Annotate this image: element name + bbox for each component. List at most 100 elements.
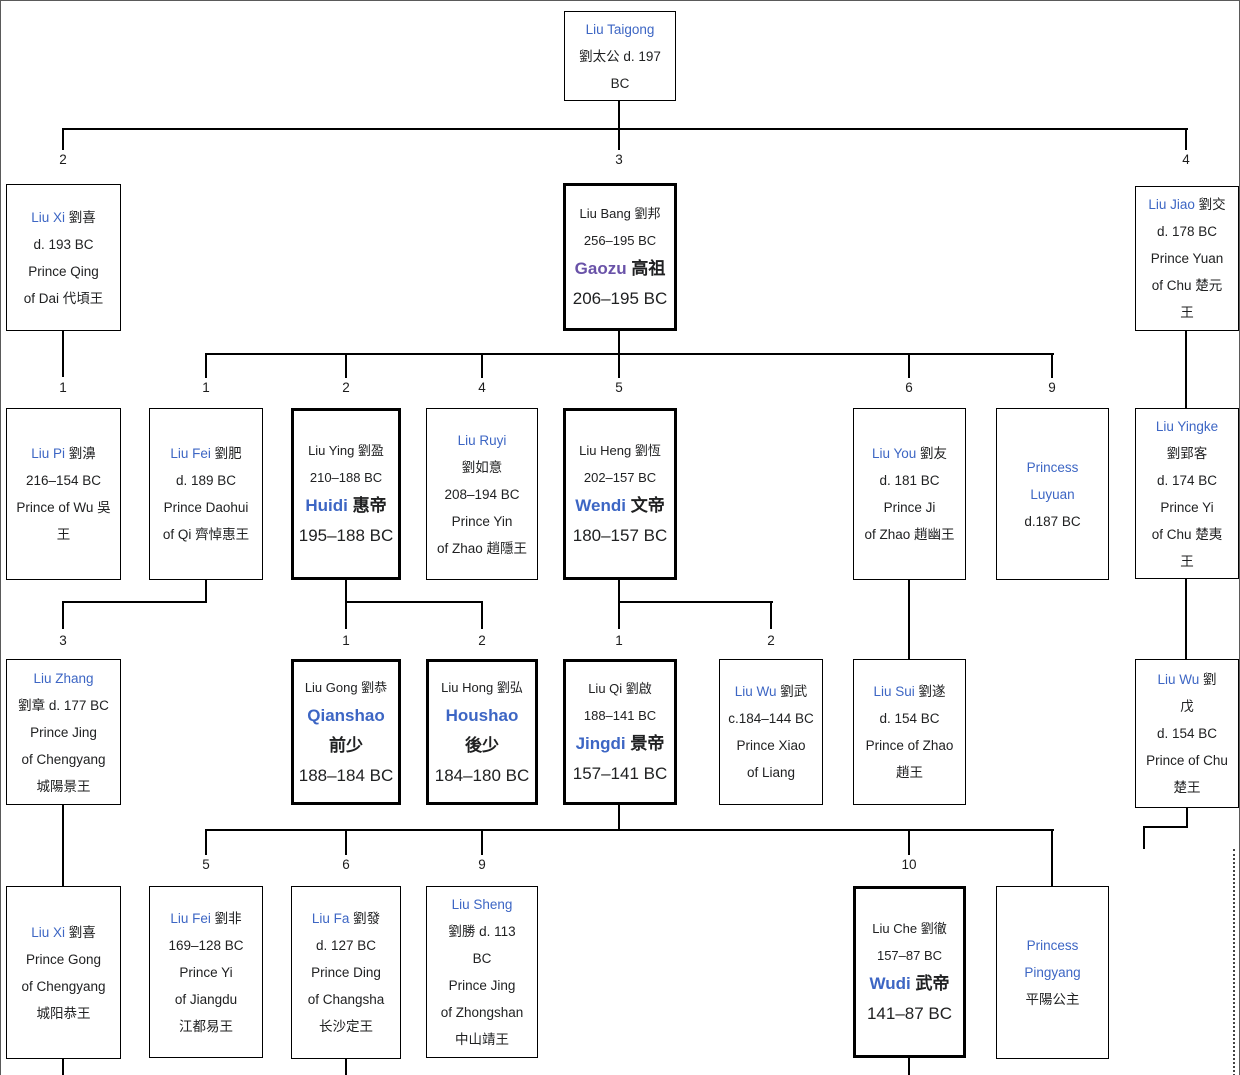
person-link[interactable]: Liu Sheng bbox=[451, 897, 513, 912]
node-text-line: Liu Wu 劉 bbox=[1157, 666, 1216, 693]
node-text-line: Prince of Wu 吳 bbox=[16, 494, 110, 521]
sibling-order-number: 9 bbox=[1048, 380, 1056, 395]
person-link[interactable]: Princess bbox=[1026, 938, 1079, 953]
person-text: of Changsha bbox=[307, 992, 385, 1007]
person-text: 高祖 bbox=[626, 259, 666, 278]
person-link[interactable]: Pingyang bbox=[1024, 965, 1081, 980]
node-text-line: 216–154 BC bbox=[26, 467, 101, 494]
person-text: 210–188 BC bbox=[309, 470, 383, 485]
node-text-line: 王 bbox=[1180, 299, 1194, 326]
person-text: of Zhao 趙隱王 bbox=[436, 540, 528, 556]
sibling-order-number: 6 bbox=[342, 857, 350, 872]
person-text: Liu Che 劉徹 bbox=[872, 921, 947, 936]
person-text: 劉 bbox=[1199, 672, 1217, 687]
person-text: 王 bbox=[56, 527, 71, 542]
person-link[interactable]: Liu Zhang bbox=[33, 670, 94, 686]
person-text: 劉章 d. 177 BC bbox=[18, 697, 109, 713]
person-text: d. 193 BC bbox=[33, 236, 94, 252]
connector-line bbox=[62, 128, 64, 150]
connector-line bbox=[205, 831, 207, 855]
node-text-line: 王 bbox=[1180, 548, 1194, 575]
node-text-line: of Chengyang bbox=[21, 973, 105, 1000]
person-link[interactable]: Luyuan bbox=[1030, 486, 1075, 502]
person-link[interactable]: Gaozu bbox=[574, 259, 627, 278]
node-text-line: Liu Xi 劉喜 bbox=[31, 204, 96, 231]
node-text-line: Liu Sui 劉遂 bbox=[873, 678, 945, 705]
person-text: 劉交 bbox=[1194, 197, 1226, 212]
person-link[interactable]: Liu Wu bbox=[1157, 672, 1200, 687]
person-text: d. 189 BC bbox=[175, 473, 237, 488]
node-text-line: of Zhao 趙幽王 bbox=[864, 521, 954, 548]
person-link[interactable]: Princess bbox=[1026, 459, 1079, 475]
person-link[interactable]: Liu Xi bbox=[31, 924, 65, 940]
person-link[interactable]: Wudi bbox=[869, 974, 911, 993]
node-text-line: d. 189 BC bbox=[176, 467, 236, 494]
person-link[interactable]: Liu You bbox=[871, 446, 917, 461]
node-text-line: of Zhongshan bbox=[441, 999, 524, 1026]
person-link[interactable]: Liu Xi bbox=[31, 209, 65, 225]
person-text: Prince Jing bbox=[448, 978, 516, 993]
person-text: 劉郢客 bbox=[1166, 445, 1208, 461]
person-text: 平陽公主 bbox=[1025, 992, 1080, 1007]
node-text-line: 长沙定王 bbox=[319, 1013, 373, 1040]
person-text: Prince Yi bbox=[179, 964, 233, 980]
sibling-order-number: 1 bbox=[59, 380, 67, 395]
person-link[interactable]: Wendi bbox=[575, 496, 626, 515]
node-text-line: Liu Ying 劉盈 bbox=[308, 437, 384, 464]
node-text-line: Princess bbox=[1027, 932, 1079, 959]
person-link[interactable]: Liu Yingke bbox=[1155, 418, 1219, 434]
node-text-line: BC bbox=[473, 945, 492, 972]
person-link[interactable]: Qianshao bbox=[307, 705, 385, 725]
node-text-line: Princess bbox=[1027, 454, 1079, 481]
person-link[interactable]: Liu Ruyi bbox=[457, 432, 507, 448]
person-text: 195–188 BC bbox=[298, 526, 394, 545]
person-link[interactable]: Liu Fa bbox=[311, 911, 350, 926]
node-text-line: 141–87 BC bbox=[867, 999, 952, 1029]
sibling-order-number: 5 bbox=[615, 380, 623, 395]
person-link[interactable]: Liu Taigong bbox=[585, 21, 655, 37]
person-text: Liu Bang 劉邦 bbox=[579, 206, 661, 221]
person-text: 157–141 BC bbox=[572, 764, 668, 783]
connector-line bbox=[345, 580, 347, 629]
node-text-line: Liu Wu 劉武 bbox=[735, 678, 808, 705]
node-text-line: Liu Bang 劉邦 bbox=[580, 200, 661, 227]
person-link[interactable]: Jingdi bbox=[575, 734, 626, 753]
connector-line bbox=[618, 580, 620, 629]
sibling-order-number: 2 bbox=[767, 633, 775, 648]
person-text: d. 178 BC bbox=[1156, 224, 1218, 239]
node-text-line: Liu Ruyi bbox=[458, 427, 507, 454]
person-text: 劉濞 bbox=[65, 446, 96, 461]
connector-line bbox=[1185, 331, 1187, 408]
person-link[interactable]: Liu Wu bbox=[734, 684, 777, 699]
node-text-line: 202–157 BC bbox=[584, 464, 656, 491]
sibling-order-number: 2 bbox=[59, 152, 67, 167]
node-text-line: Jingdi 景帝 bbox=[576, 729, 665, 759]
node-text-line: Prince Yin bbox=[452, 508, 513, 535]
person-link[interactable]: Liu Fei bbox=[170, 446, 211, 461]
node-text-line: Liu Pi 劉濞 bbox=[31, 440, 96, 467]
node-text-line: Liu Yingke bbox=[1156, 413, 1218, 440]
person-link[interactable]: Liu Fei bbox=[170, 910, 211, 926]
sibling-order-number: 9 bbox=[478, 857, 486, 872]
node-text-line: 208–194 BC bbox=[444, 481, 519, 508]
person-text: 王 bbox=[1180, 553, 1194, 569]
person-link[interactable]: Houshao bbox=[445, 705, 519, 725]
person-link[interactable]: Liu Pi bbox=[31, 446, 65, 461]
node-text-line: of Chengyang bbox=[21, 746, 105, 773]
node-text-line: Liu Fei 劉肥 bbox=[170, 440, 241, 467]
node-text-line: 平陽公主 bbox=[1026, 986, 1080, 1013]
person-link[interactable]: Huidi bbox=[305, 496, 348, 515]
node-text-line: 157–87 BC bbox=[877, 942, 942, 969]
connector-line bbox=[345, 831, 347, 855]
person-link[interactable]: Liu Sui bbox=[873, 684, 915, 699]
node-text-line: Prince Ding bbox=[311, 959, 381, 986]
person-link[interactable]: Liu Jiao bbox=[1148, 197, 1195, 212]
